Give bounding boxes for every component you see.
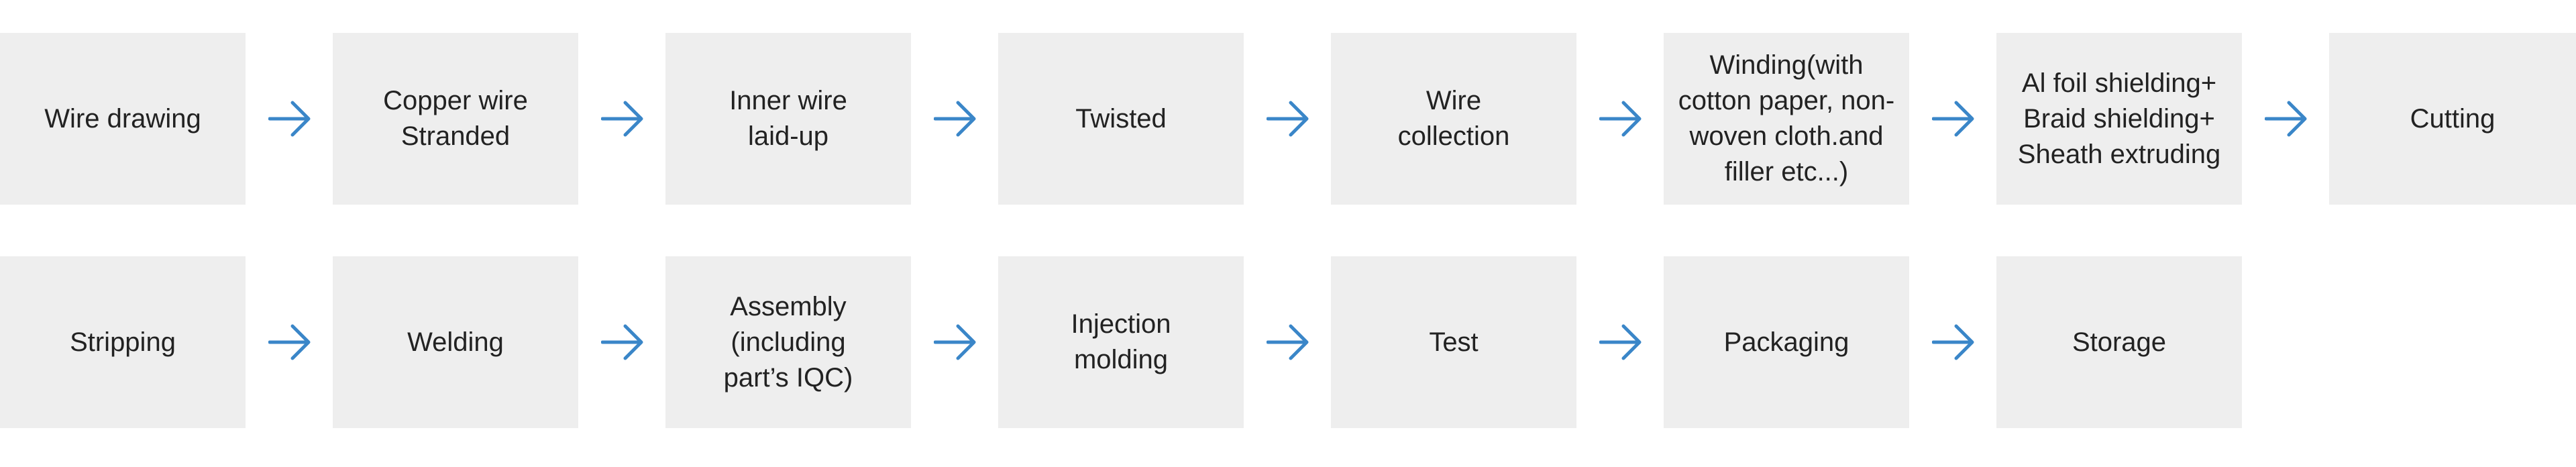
step-label: Packaging <box>1723 327 1849 357</box>
step-label: Welding <box>407 327 504 357</box>
step-stripping: Stripping <box>0 256 246 428</box>
arrow-right-icon <box>601 99 644 139</box>
step-storage: Storage <box>1996 256 2242 428</box>
step-label: Al foil shielding+Braid shielding+Sheath… <box>2017 68 2221 169</box>
step-wire-drawing: Wire drawing <box>0 33 246 205</box>
step-test: Test <box>1331 256 1576 428</box>
step-packaging: Packaging <box>1664 256 1909 428</box>
arrow-right-icon <box>1932 99 1975 139</box>
step-label: Wire drawing <box>44 103 201 134</box>
arrow-right-icon <box>268 322 311 362</box>
arrow-right-icon <box>934 322 977 362</box>
arrow-right-icon <box>934 99 977 139</box>
arrow-right-icon <box>268 99 311 139</box>
step-shielding-sheath-extruding: Al foil shielding+Braid shielding+Sheath… <box>1996 33 2242 205</box>
step-label: Storage <box>2072 327 2167 357</box>
step-label: Stripping <box>70 327 176 357</box>
step-twisted: Twisted <box>998 33 1244 205</box>
step-welding: Welding <box>333 256 578 428</box>
arrow-right-icon <box>1267 99 1309 139</box>
arrow-right-icon <box>1932 322 1975 362</box>
arrow-right-icon <box>1267 322 1309 362</box>
step-label: Cutting <box>2410 103 2496 134</box>
arrow-right-icon <box>1599 99 1642 139</box>
arrow-right-icon <box>2265 99 2308 139</box>
step-label: Test <box>1429 327 1479 357</box>
step-label: Twisted <box>1075 103 1167 134</box>
arrow-right-icon <box>1599 322 1642 362</box>
arrow-right-icon <box>601 322 644 362</box>
step-cutting: Cutting <box>2329 33 2576 205</box>
